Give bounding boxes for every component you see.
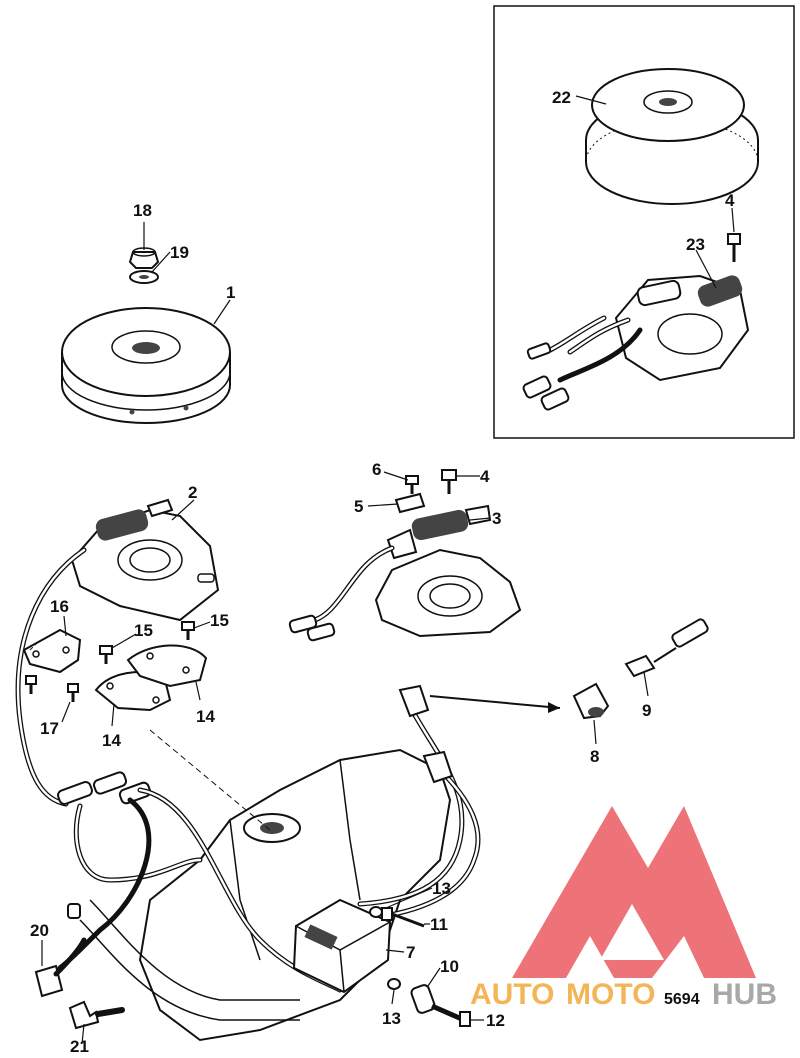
label-23: 23 <box>686 235 705 254</box>
label-2: 2 <box>188 483 197 502</box>
label-16: 16 <box>50 597 69 616</box>
label-7: 7 <box>406 943 415 962</box>
spark-plug-leads <box>357 684 481 921</box>
label-18: 18 <box>133 201 152 220</box>
switch-box-7 <box>292 898 392 994</box>
label-13-top: 13 <box>432 879 451 898</box>
label-14-left: 14 <box>102 731 121 750</box>
washer-19 <box>129 270 159 284</box>
screw-15-a <box>99 645 113 664</box>
label-20: 20 <box>30 921 49 940</box>
clip-5 <box>394 492 426 514</box>
part-labels: 22 4 23 18 19 1 2 6 4 5 3 16 15 15 14 17… <box>30 88 735 1056</box>
label-6: 6 <box>372 460 381 479</box>
screw-4 <box>441 469 457 494</box>
screw-6 <box>405 475 419 494</box>
label-15-a: 15 <box>134 621 153 640</box>
nut-18 <box>128 247 160 269</box>
stator-2-harness <box>15 547 152 807</box>
label-22: 22 <box>552 88 571 107</box>
stator-plate-2 <box>70 498 220 622</box>
screw-17 <box>25 675 79 702</box>
label-11: 11 <box>430 915 448 934</box>
bolt-12 <box>430 1003 471 1027</box>
arrow-to-boot <box>429 695 561 709</box>
watermark-text-moto: MOTO <box>566 978 655 1011</box>
flywheel-22 <box>585 68 759 205</box>
stator-plate-23 <box>522 274 750 411</box>
plate-14-right <box>126 644 208 688</box>
bracket-16 <box>22 628 82 674</box>
label-21: 21 <box>70 1037 89 1056</box>
stop-switch-20 <box>34 903 87 998</box>
arrow-head <box>548 702 560 713</box>
spacer-10 <box>410 984 436 1014</box>
label-14-right: 14 <box>196 707 215 726</box>
label-17: 17 <box>40 719 59 738</box>
label-8: 8 <box>590 747 599 766</box>
label-4-inset: 4 <box>725 191 735 210</box>
label-19: 19 <box>170 243 189 262</box>
washer-13-top <box>369 906 383 918</box>
label-12: 12 <box>486 1011 505 1030</box>
watermark-text-auto: AUTO <box>470 978 554 1011</box>
label-9: 9 <box>642 701 651 720</box>
flywheel-1 <box>61 307 231 424</box>
label-13-bottom: 13 <box>382 1009 401 1028</box>
terminal-9 <box>624 618 709 678</box>
stator-plate-3 <box>288 504 522 642</box>
washer-13-bottom <box>387 978 401 990</box>
label-10: 10 <box>440 957 459 976</box>
figure-code: 5694 <box>664 991 700 1008</box>
label-4: 4 <box>480 467 490 486</box>
label-3: 3 <box>492 509 501 528</box>
spark-boot-8 <box>572 682 610 720</box>
label-1: 1 <box>226 283 235 302</box>
label-15-b: 15 <box>210 611 229 630</box>
inset-frame <box>493 5 795 439</box>
watermark-logo: AUTO MOTO HUB <box>470 806 777 1011</box>
clip-21 <box>68 1000 125 1030</box>
screw-4-inset <box>727 233 741 262</box>
watermark-text-hub: HUB <box>712 978 777 1011</box>
screw-15-b <box>181 621 195 640</box>
leader-lines <box>29 95 735 1045</box>
label-5: 5 <box>354 497 363 516</box>
